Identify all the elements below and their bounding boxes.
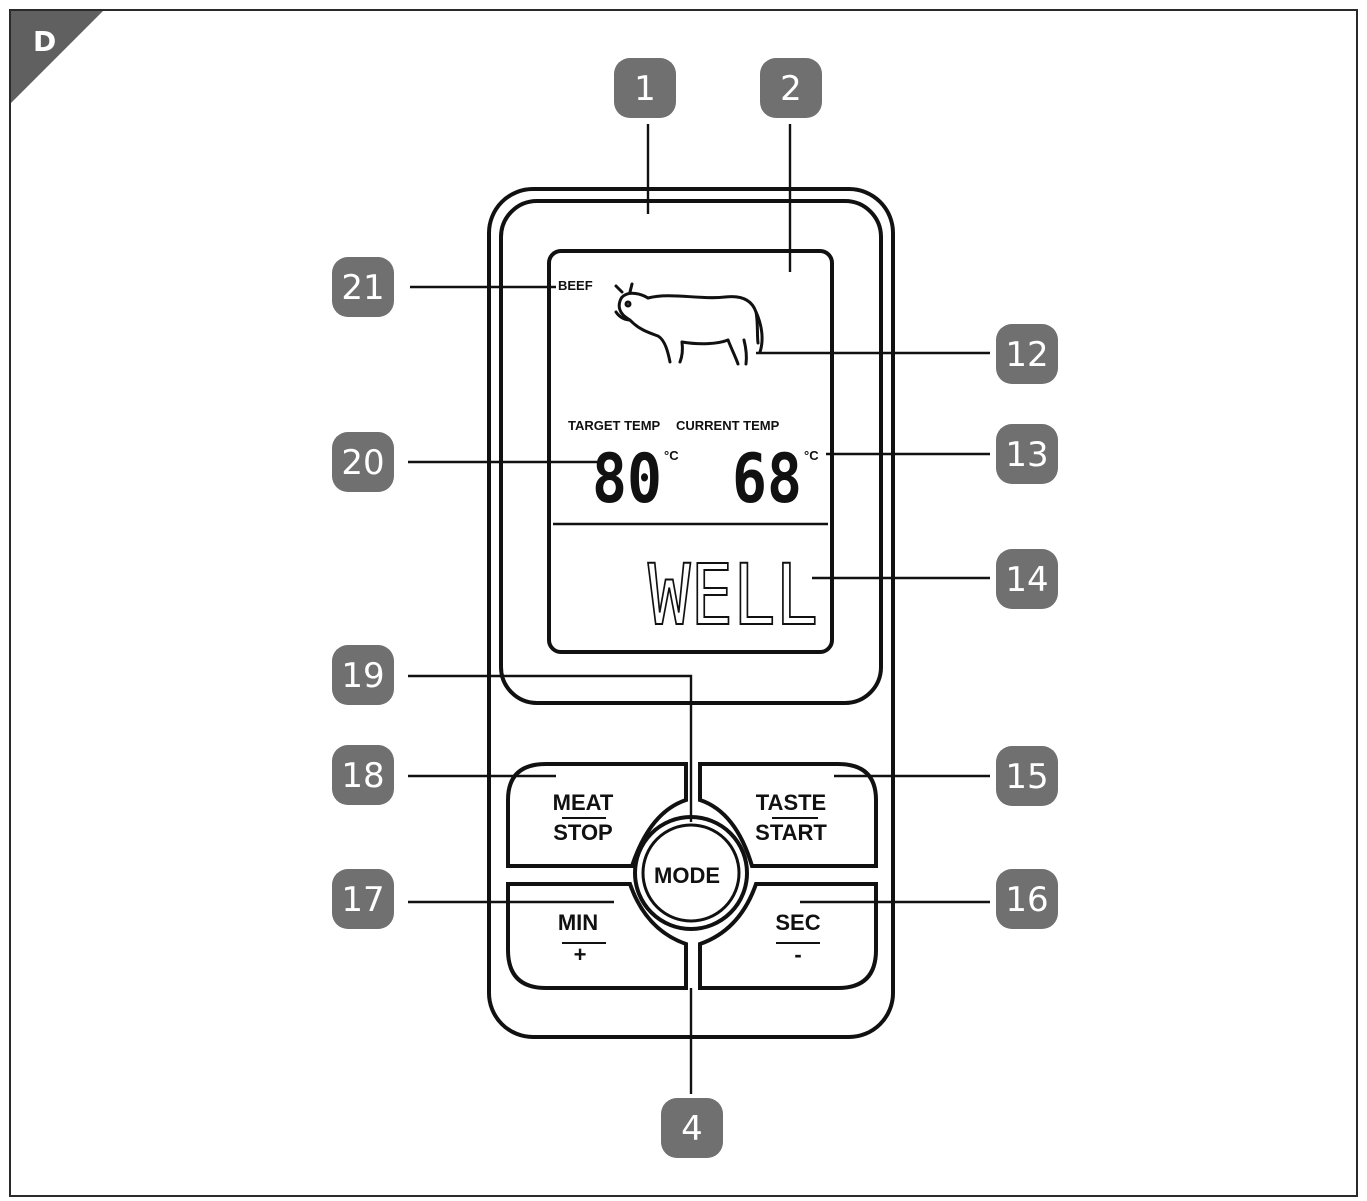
callout-14: 14 [996, 549, 1058, 609]
svg-text:21: 21 [341, 268, 384, 308]
callout-4: 4 [661, 1098, 723, 1158]
callout-19: 19 [332, 645, 394, 705]
min-button-label: MIN [558, 910, 598, 935]
sec-minus-button[interactable] [698, 882, 878, 990]
panel-letter: D [33, 25, 57, 58]
current-temp-unit: °C [804, 448, 819, 463]
callout-2: 2 [760, 58, 822, 118]
panel-corner-tab [11, 11, 103, 103]
cow-icon [614, 282, 764, 366]
svg-text:14: 14 [1005, 560, 1048, 600]
svg-text:15: 15 [1005, 757, 1048, 797]
taste-button-label: TASTE [756, 790, 826, 815]
current-temp-value: 68 [732, 440, 802, 519]
meat-button-label: MEAT [553, 790, 614, 815]
sec-button-label: SEC [775, 910, 820, 935]
svg-text:4: 4 [681, 1109, 703, 1149]
minus-button-label: - [794, 942, 801, 967]
min-plus-button[interactable] [506, 882, 688, 990]
svg-text:2: 2 [780, 69, 802, 109]
callout-13: 13 [996, 424, 1058, 484]
plus-button-label: + [574, 942, 587, 967]
target-temp-unit: °C [664, 448, 679, 463]
start-button-label: START [755, 820, 827, 845]
mode-button[interactable] [641, 823, 741, 923]
svg-text:12: 12 [1005, 335, 1048, 375]
callout-12: 12 [996, 324, 1058, 384]
svg-text:19: 19 [341, 656, 384, 696]
target-temp-value: 80 [592, 440, 662, 519]
callout-20: 20 [332, 432, 394, 492]
callout-18: 18 [332, 745, 394, 805]
leader-19 [408, 674, 693, 822]
doneness-display: WELL [648, 546, 818, 644]
target-temp-label: TARGET TEMP [568, 418, 661, 433]
callout-21: 21 [332, 257, 394, 317]
taste-start-button[interactable] [698, 762, 878, 868]
callout-16: 16 [996, 869, 1058, 929]
stop-button-label: STOP [553, 820, 613, 845]
svg-text:16: 16 [1005, 880, 1048, 920]
svg-text:1: 1 [634, 69, 656, 109]
mode-button-label: MODE [654, 863, 720, 888]
callout-1: 1 [614, 58, 676, 118]
lcd-screen [547, 249, 834, 654]
figure-frame: D [9, 9, 1358, 1197]
current-temp-label: CURRENT TEMP [676, 418, 780, 433]
svg-text:20: 20 [341, 443, 384, 483]
svg-text:17: 17 [341, 880, 384, 920]
callout-17: 17 [332, 869, 394, 929]
svg-text:13: 13 [1005, 435, 1048, 475]
callout-15: 15 [996, 746, 1058, 806]
svg-text:18: 18 [341, 756, 384, 796]
meat-type-label: BEEF [558, 278, 593, 293]
